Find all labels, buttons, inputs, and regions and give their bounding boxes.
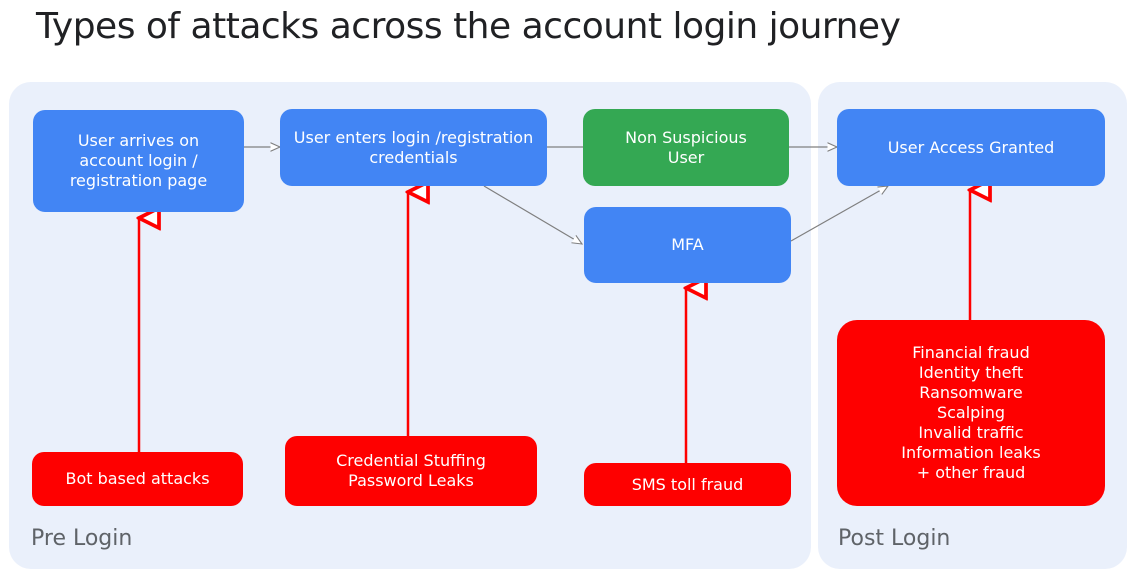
non-suspicious-box: Non Suspicious User (583, 109, 789, 186)
pre-login-label: Pre Login (31, 526, 133, 551)
mfa-box: MFA (584, 207, 791, 283)
arrive-box: User arrives on account login / registra… (33, 110, 244, 212)
access-granted-box: User Access Granted (837, 109, 1105, 186)
bot-attacks-box: Bot based attacks (32, 452, 243, 506)
arrow-mfa-to-granted (790, 186, 888, 242)
post-login-label: Post Login (838, 526, 951, 551)
sms-toll-fraud-box: SMS toll fraud (584, 463, 791, 506)
credential-stuffing-box: Credential Stuffing Password Leaks (285, 436, 537, 506)
arrow-credentials-to-mfa (483, 185, 582, 244)
diagram-title: Types of attacks across the account logi… (36, 6, 901, 47)
post-login-fraud-box: Financial fraud Identity theft Ransomwar… (837, 320, 1105, 506)
credentials-box: User enters login /registration credenti… (280, 109, 547, 186)
